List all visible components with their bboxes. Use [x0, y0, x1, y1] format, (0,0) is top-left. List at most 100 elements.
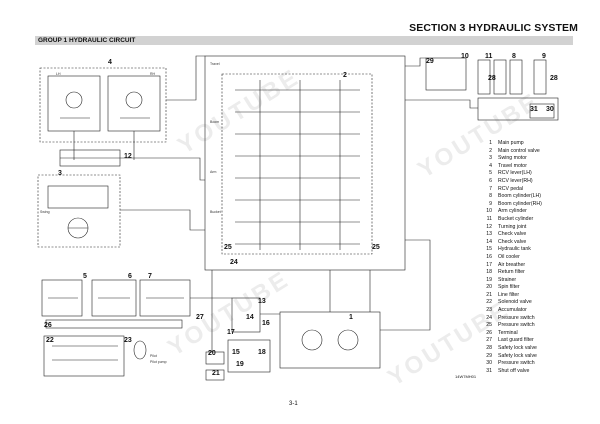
ref-18: 18 [258, 349, 266, 356]
ref-31: 31 [530, 106, 538, 113]
legend-item: 30 Pressure switch [478, 360, 542, 368]
label-bucket: Bucket [210, 210, 221, 214]
ref-15: 15 [232, 349, 240, 356]
legend-number: 6 [489, 177, 492, 184]
ref-16: 16 [262, 320, 270, 327]
legend-item: 16 Oil cooler [478, 254, 542, 262]
legend-number: 20 [486, 284, 492, 291]
legend-item: 11 Bucket cylinder [478, 216, 542, 224]
swing-valve [47, 185, 109, 209]
section-title: SECTION 3 HYDRAULIC SYSTEM [409, 22, 578, 34]
legend-number: 14 [486, 238, 492, 245]
group-title: GROUP 1 HYDRAULIC CIRCUIT [35, 36, 573, 45]
spin-filter [205, 351, 225, 365]
rcv-lever-lh [41, 279, 83, 317]
legend-item: 26 Terminal [478, 330, 542, 338]
label-travel: Travel [210, 62, 220, 66]
legend-number: 29 [486, 352, 492, 359]
boom-cylinder-rh [533, 59, 547, 95]
ref-28-left: 28 [488, 75, 496, 82]
pump-symbol-b [337, 329, 359, 351]
legend-text: Oil cooler [498, 253, 520, 260]
legend-text: RCV lever(RH) [498, 177, 533, 184]
legend-item: 17 Air breather [478, 262, 542, 270]
travel-motor-rh [107, 75, 161, 132]
legend-text: Air breather [498, 261, 526, 268]
legend-number: 13 [486, 231, 492, 238]
label-boom: Boom [210, 120, 220, 124]
motor-symbol-rh [125, 91, 143, 109]
legend-item: 25 Pressure switch [478, 322, 542, 330]
legend-number: 28 [486, 345, 492, 352]
ref-20: 20 [208, 350, 216, 357]
page-number: 3-1 [289, 401, 298, 407]
legend-number: 23 [486, 307, 492, 314]
ref-3: 3 [58, 170, 62, 177]
ref-7: 7 [148, 273, 152, 280]
ref-22: 22 [46, 337, 54, 344]
legend-item: 20 Spin filter [478, 284, 542, 292]
safety-lock-valve [477, 97, 559, 121]
shut-off-valve [529, 103, 555, 119]
legend-text: Bucket cylinder [498, 215, 534, 222]
legend-text: Safety lock valve [498, 352, 537, 359]
ref-24: 24 [230, 259, 238, 266]
legend-number: 18 [486, 269, 492, 276]
legend-text: Line filter [498, 291, 520, 298]
legend-text: Boom cylinder(LH) [498, 193, 541, 200]
legend-text: Pressure switch [498, 322, 535, 329]
legend-number: 25 [486, 322, 492, 329]
arm-cylinder [477, 59, 491, 95]
legend-number: 24 [486, 314, 492, 321]
pressure-switch-box [425, 57, 467, 91]
legend-number: 22 [486, 299, 492, 306]
legend-number: 26 [486, 329, 492, 336]
legend-text: Pressure switch [498, 360, 535, 367]
legend-number: 30 [486, 360, 492, 367]
legend-number: 31 [486, 367, 492, 374]
ref-12: 12 [124, 153, 132, 160]
legend-text: Safety lock valve [498, 345, 537, 352]
ref-13: 13 [258, 298, 266, 305]
legend-number: 11 [486, 215, 492, 222]
ref-30: 30 [546, 106, 554, 113]
ref-27: 27 [196, 314, 204, 321]
legend-number: 17 [486, 261, 492, 268]
legend-number: 16 [486, 253, 492, 260]
ref-4: 4 [108, 59, 112, 66]
legend-number: 27 [486, 337, 492, 344]
ref-9: 9 [542, 53, 546, 60]
ref-25-left: 25 [224, 244, 232, 251]
ref-19: 19 [236, 361, 244, 368]
legend-text: Boom cylinder(RH) [498, 200, 542, 207]
legend-text: Spin filter [498, 284, 520, 291]
legend-number: 19 [486, 276, 492, 283]
legend-number: 10 [486, 208, 492, 215]
legend-number: 15 [486, 246, 492, 253]
legend-text: RCV pedal [498, 185, 524, 192]
ref-14: 14 [246, 314, 254, 321]
legend-number: 12 [486, 223, 492, 230]
legend-text: Last guard filter [498, 337, 534, 344]
legend-text: Check valve [498, 238, 527, 245]
accumulator [133, 340, 147, 360]
legend-number: 8 [489, 193, 492, 200]
terminal-strip [45, 319, 183, 329]
legend-text: Travel motor [498, 162, 527, 169]
line-filter [205, 369, 225, 381]
legend-text: Terminal [498, 329, 518, 336]
boom-cylinder-lh [509, 59, 523, 95]
legend-text: Strainer [498, 276, 517, 283]
